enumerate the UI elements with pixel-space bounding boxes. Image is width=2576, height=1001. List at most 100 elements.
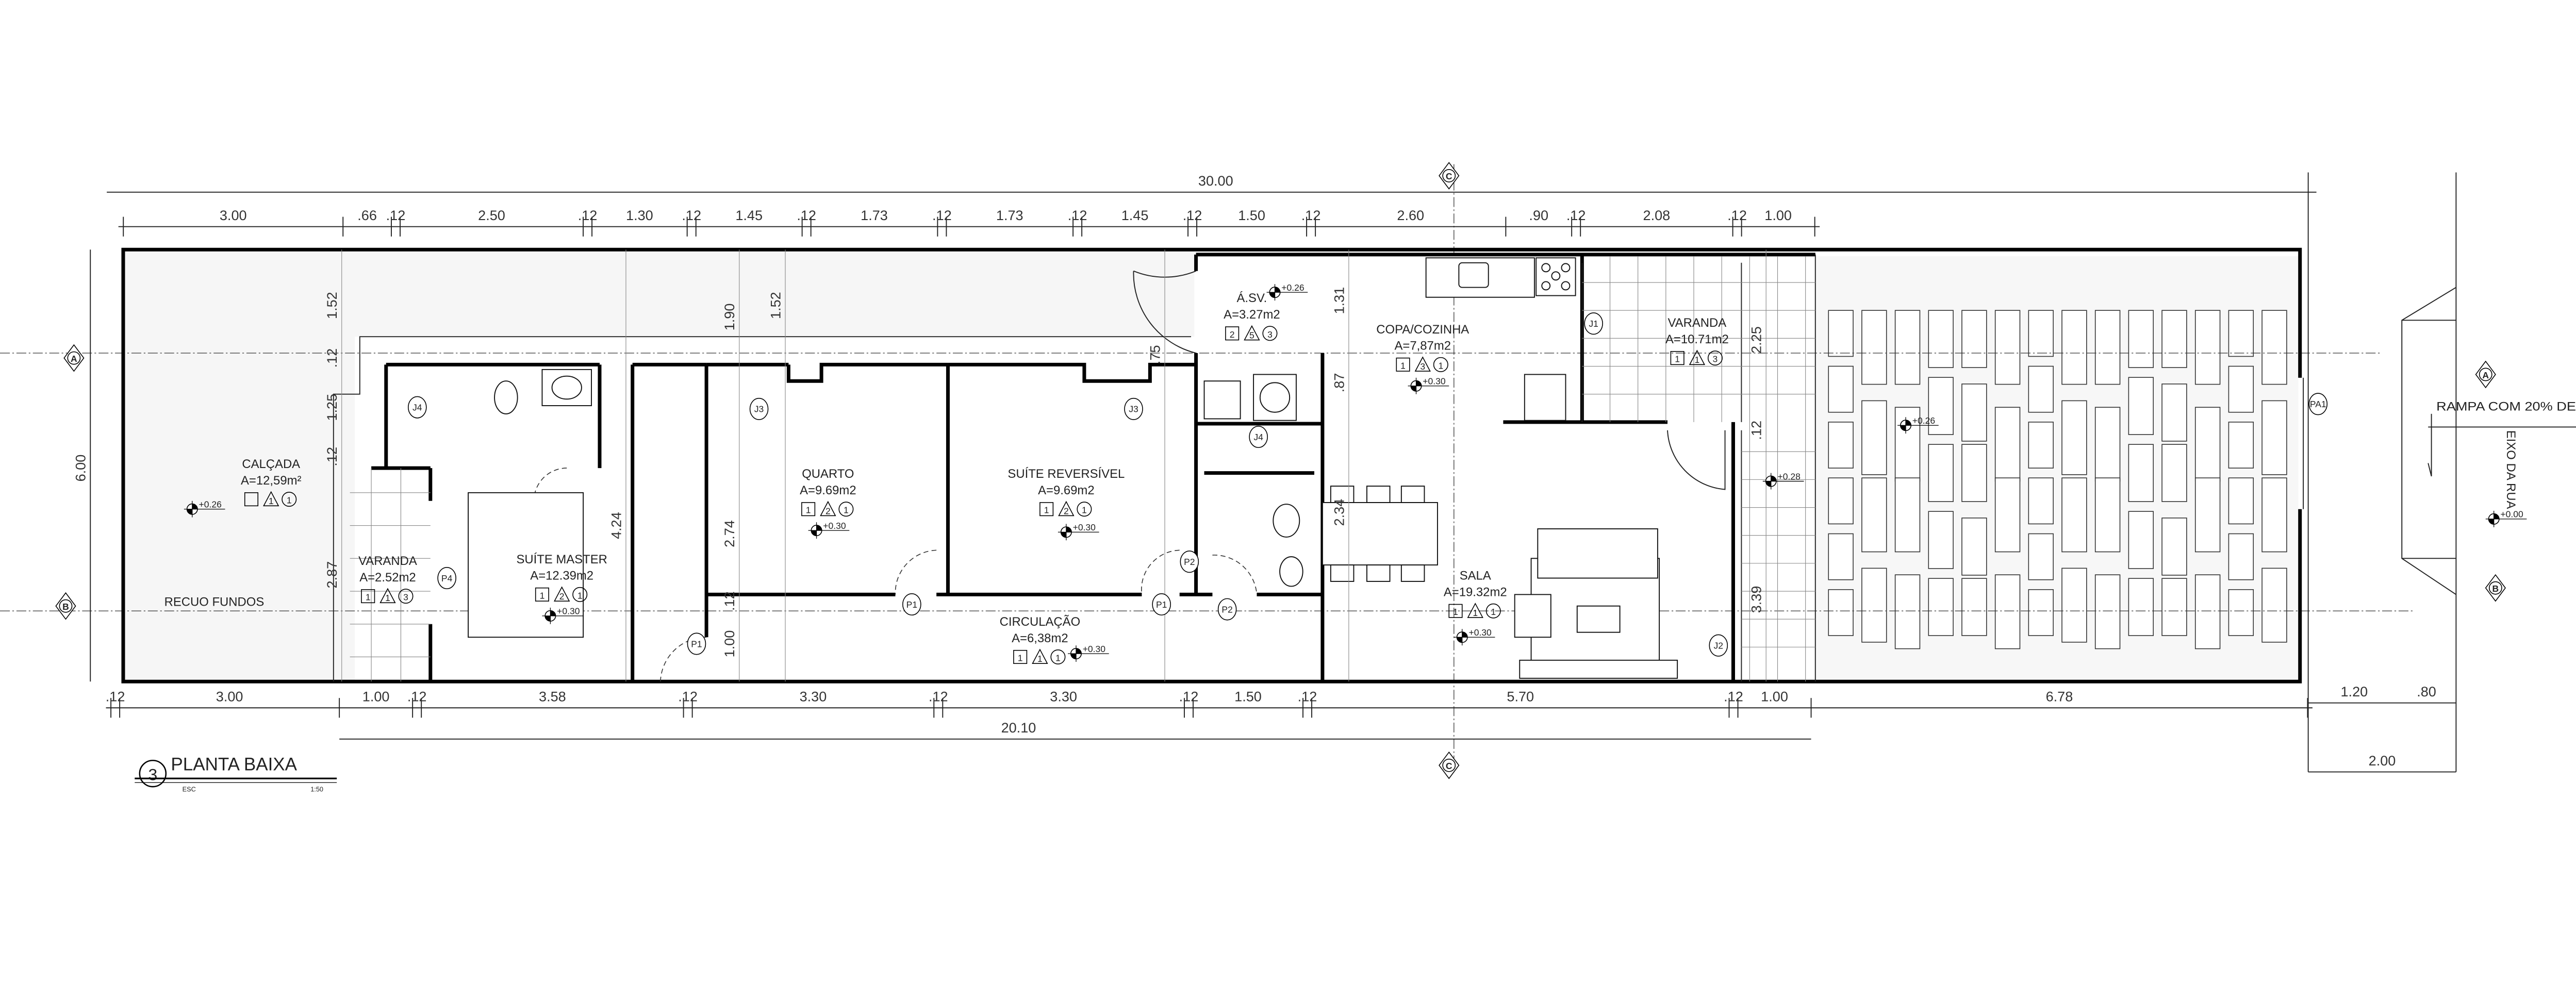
vertical-dimension-label: 1.90 bbox=[721, 304, 737, 331]
dimension-label: .12 bbox=[578, 207, 598, 223]
opening-tag: P2 bbox=[1180, 550, 1199, 573]
floor-finish-value: 1 bbox=[1675, 354, 1680, 364]
section-marker-c[interactable]: C bbox=[1439, 751, 1460, 779]
paver bbox=[2094, 477, 2121, 553]
bed bbox=[468, 492, 584, 638]
lot-boundary bbox=[121, 247, 2302, 683]
rear-setback-area bbox=[125, 251, 355, 680]
vertical-dimension-label: 1.00 bbox=[721, 630, 737, 658]
section-marker-a[interactable]: A bbox=[63, 344, 85, 372]
room-name: CALÇADA bbox=[242, 457, 300, 471]
dimension-label: 1.00 bbox=[1761, 689, 1788, 705]
section-marker-a[interactable]: A bbox=[2475, 360, 2496, 389]
dimension-label: 6.78 bbox=[2046, 689, 2073, 705]
paver bbox=[2194, 310, 2221, 385]
tag-circle bbox=[1249, 426, 1268, 448]
level-marker: +0.28 bbox=[1762, 471, 1804, 490]
room-area: A=7,87m2 bbox=[1395, 339, 1451, 353]
dimension-label: 1.45 bbox=[735, 207, 763, 223]
paver bbox=[2194, 407, 2221, 482]
level-value: +0.26 bbox=[1912, 415, 1935, 426]
dimension-label: 5.70 bbox=[1507, 689, 1534, 705]
ceiling-finish-code bbox=[1433, 357, 1448, 372]
dimension-label: .12 bbox=[386, 207, 406, 223]
room-name: Á.SV. bbox=[1236, 291, 1267, 305]
paver bbox=[2228, 589, 2254, 636]
toilet-icon bbox=[1273, 504, 1300, 538]
paver bbox=[1994, 407, 2021, 482]
ramp bbox=[2307, 172, 2576, 772]
paver bbox=[1861, 400, 1887, 475]
dimension-label: 1.20 bbox=[2341, 683, 2368, 699]
ceiling-finish-code bbox=[838, 502, 854, 517]
wall-finish-code bbox=[1689, 349, 1706, 365]
ceiling-finish-value: 1 bbox=[1438, 360, 1443, 371]
level-value: +0.28 bbox=[1777, 471, 1800, 481]
furniture bbox=[468, 257, 1678, 679]
floor-finish-value: 1 bbox=[1044, 505, 1049, 515]
dimension-label: 2.50 bbox=[478, 207, 505, 223]
section-marker-b[interactable]: B bbox=[2485, 574, 2506, 602]
section-letter: B bbox=[62, 602, 69, 612]
section-marker-b[interactable]: B bbox=[55, 592, 76, 620]
opening-tag: J4 bbox=[407, 396, 427, 419]
vertical-dimension-label: 1.31 bbox=[1331, 287, 1347, 314]
paver bbox=[2094, 574, 2121, 649]
paver bbox=[1928, 511, 1954, 569]
drawing-title: 3 PLANTA BAIXA ESC 1:50 bbox=[135, 754, 337, 793]
rear-setback-label: RECUO FUNDOS bbox=[164, 595, 265, 609]
opening-tag: J4 bbox=[1249, 426, 1268, 448]
vertical-dimension-label: .75 bbox=[1147, 345, 1163, 364]
floor-finish-code bbox=[1670, 351, 1685, 365]
paver bbox=[2028, 589, 2054, 636]
subtotal-dimension-label: 20.10 bbox=[1001, 720, 1036, 736]
opening-tag: PA1 bbox=[2308, 393, 2328, 415]
tag-label: P1 bbox=[691, 639, 702, 649]
tag-circle bbox=[437, 567, 456, 590]
opening-tag: P1 bbox=[687, 632, 706, 655]
dimension-label: .12 bbox=[1566, 207, 1586, 223]
wall-finish-value: 5 bbox=[1249, 330, 1254, 340]
dimension-label: 1.73 bbox=[861, 207, 888, 223]
section-letter: A bbox=[2482, 370, 2489, 380]
dimension-label: .12 bbox=[1183, 207, 1202, 223]
dimension-label: 3.30 bbox=[800, 689, 827, 705]
paver bbox=[2028, 365, 2054, 413]
paver bbox=[1894, 574, 1921, 649]
vertical-dimension-label: 3.39 bbox=[1748, 586, 1764, 613]
opening-tag: J1 bbox=[1584, 312, 1603, 335]
dimension-label: .12 bbox=[1179, 689, 1199, 705]
floor-finish-value: 1 bbox=[366, 592, 371, 603]
tag-circle bbox=[687, 632, 706, 655]
tag-label: J2 bbox=[1714, 641, 1724, 651]
section-marker-c[interactable]: C bbox=[1439, 162, 1460, 190]
room-area: A=6,38m2 bbox=[1012, 631, 1068, 645]
level-value: +0.30 bbox=[557, 606, 580, 616]
opening-tag: P1 bbox=[1152, 593, 1171, 616]
laundry-sink-icon bbox=[1203, 380, 1241, 420]
level-marker: +0.30 bbox=[1408, 376, 1449, 394]
floor-finish-code bbox=[1039, 502, 1054, 516]
tag-circle bbox=[1217, 598, 1237, 621]
dimension-label: 2.08 bbox=[1643, 207, 1671, 223]
wall-finish-code bbox=[263, 491, 279, 507]
paver bbox=[2128, 578, 2154, 636]
paver bbox=[2061, 310, 2087, 385]
paver bbox=[2161, 310, 2187, 368]
room-name: VARANDA bbox=[1668, 316, 1727, 330]
paver bbox=[1961, 518, 1987, 576]
section-letter: C bbox=[1446, 171, 1452, 181]
paver bbox=[2094, 407, 2121, 482]
dimension-label: 3.58 bbox=[539, 689, 566, 705]
wall-finish-code bbox=[554, 586, 570, 602]
paver bbox=[1961, 383, 1987, 442]
paver bbox=[2028, 533, 2054, 580]
paver bbox=[2161, 518, 2187, 576]
level-marker: +0.26 bbox=[184, 499, 225, 518]
level-value: +0.30 bbox=[823, 521, 846, 531]
level-value: +0.26 bbox=[199, 499, 222, 510]
